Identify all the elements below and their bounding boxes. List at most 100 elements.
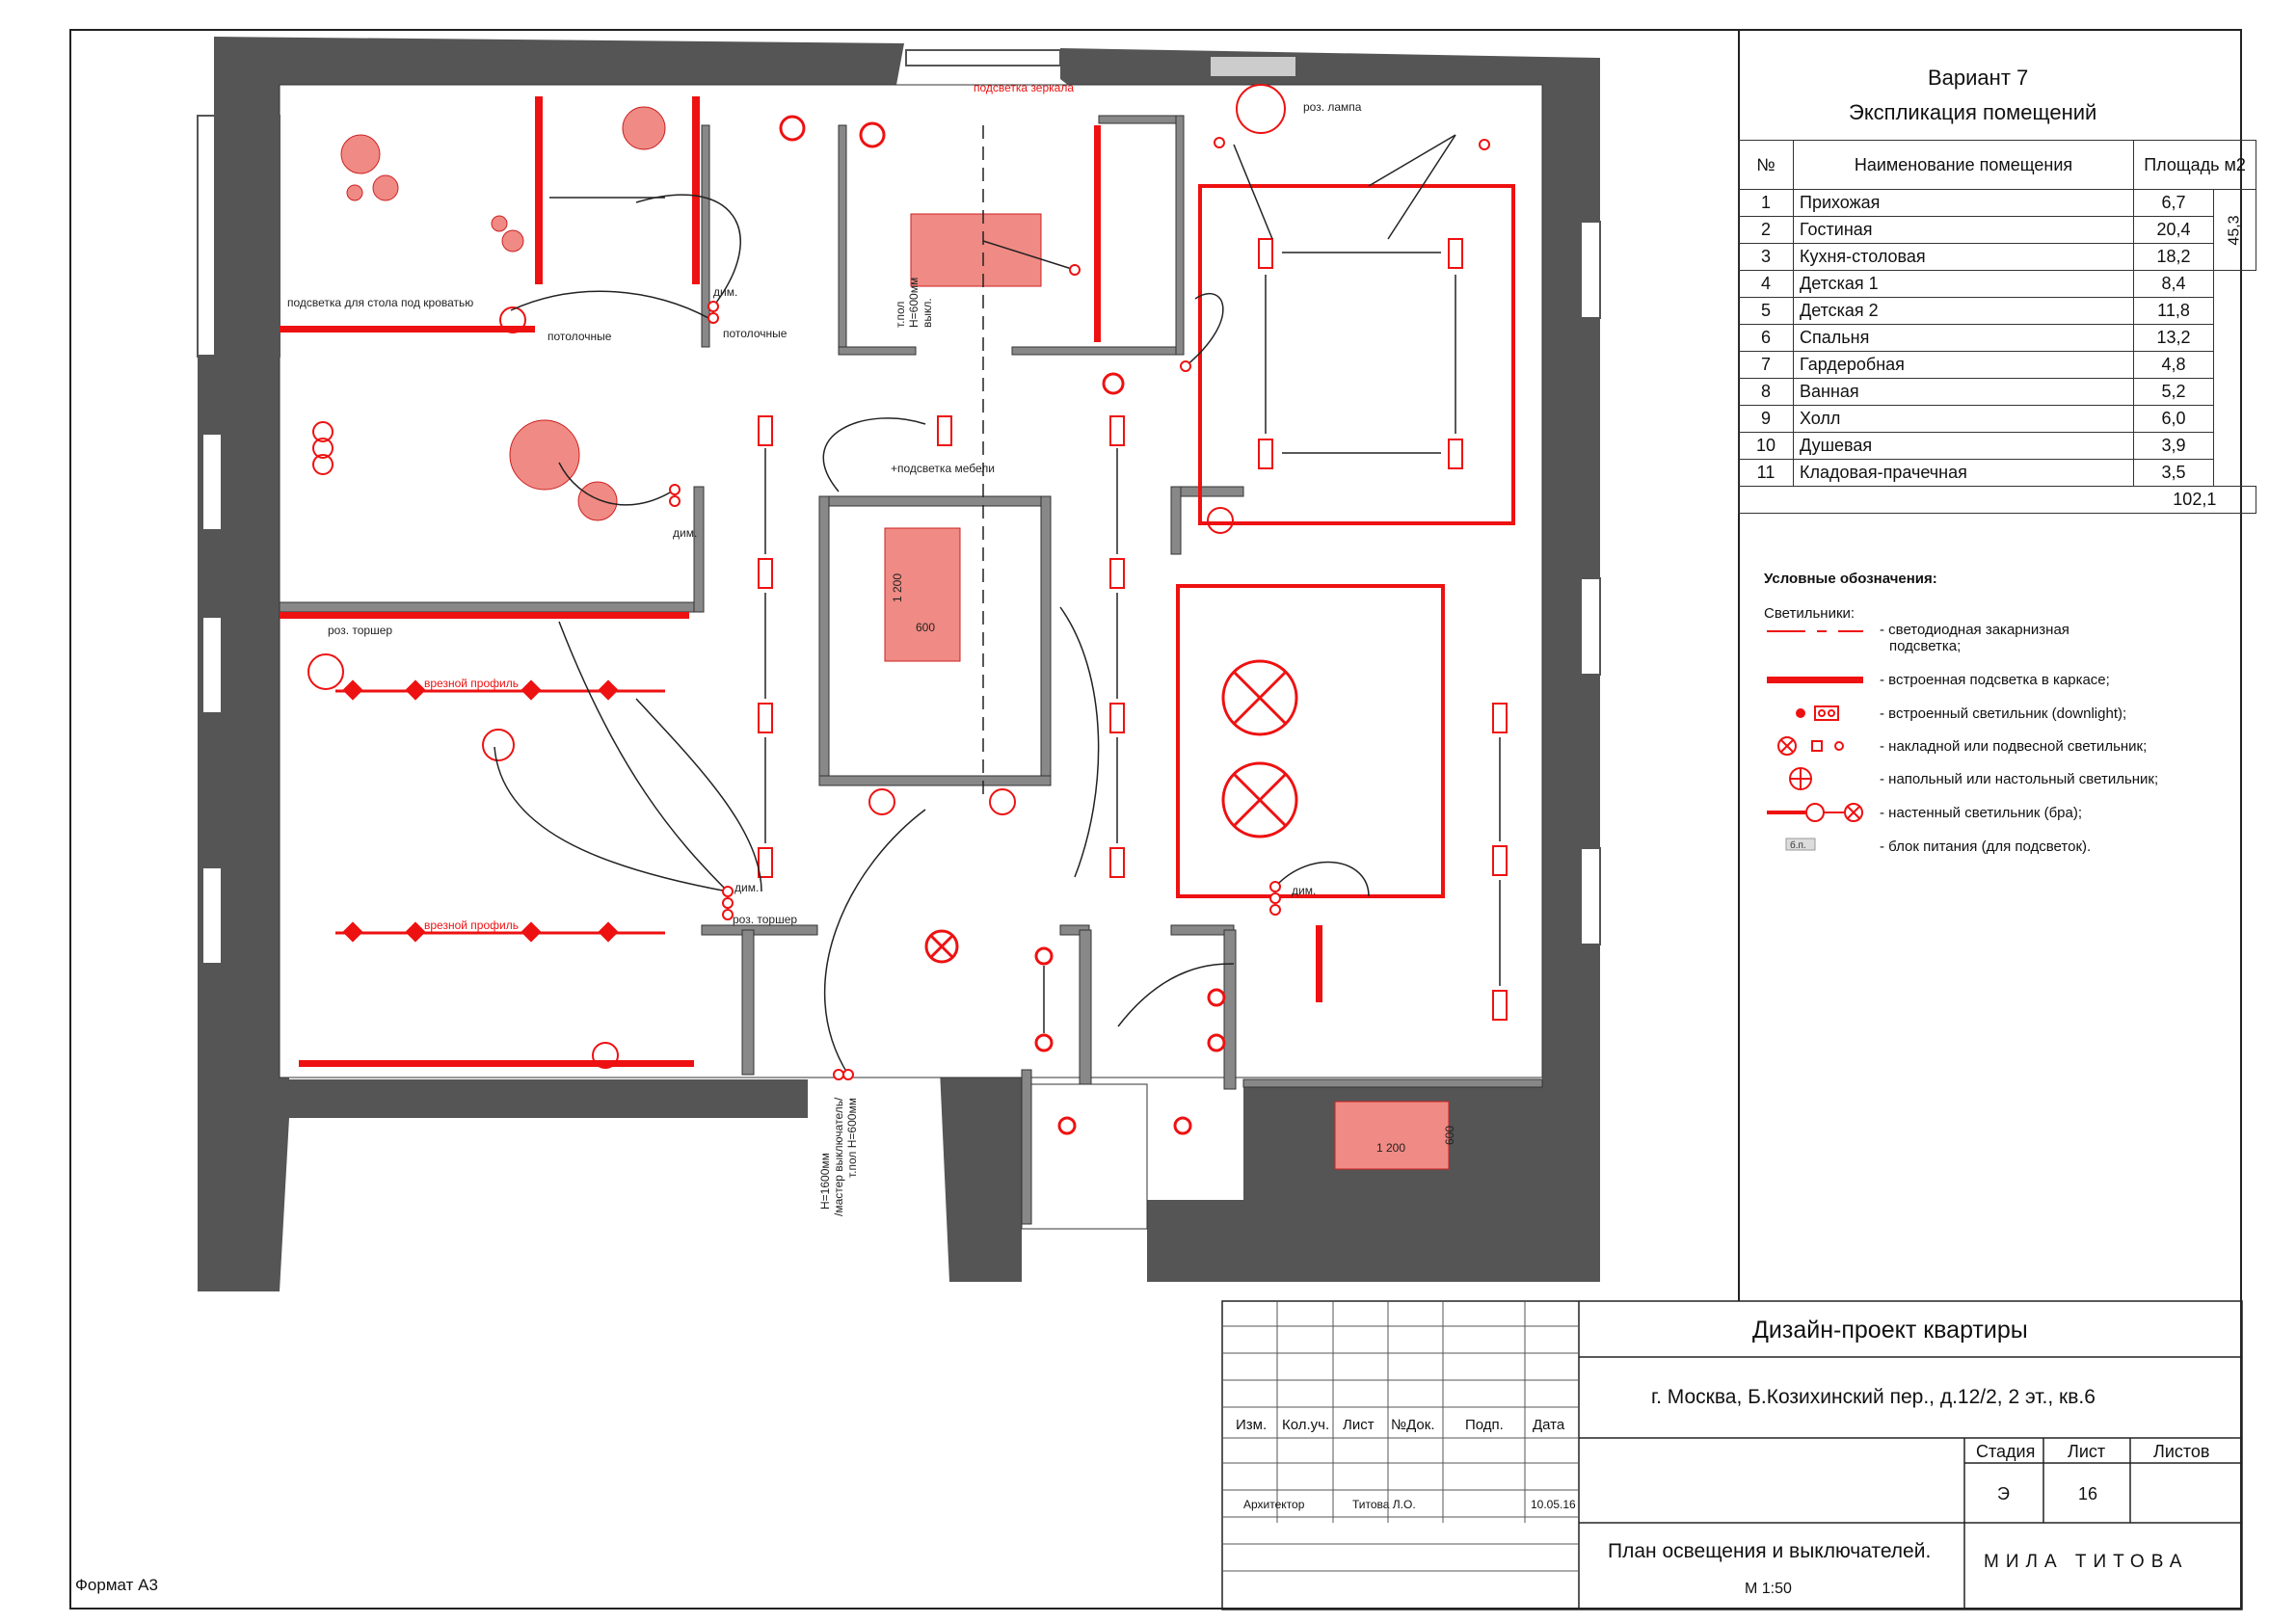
col-name: Наименование помещения	[1793, 140, 2134, 190]
room-number: 4	[1738, 270, 1794, 298]
explication-title: Экспликация помещений	[1849, 100, 2097, 124]
room-area: 6,7	[2133, 189, 2214, 217]
role-architect: Архитектор	[1243, 1498, 1305, 1511]
wall-top-left	[214, 37, 1600, 355]
room-area: 11,8	[2133, 297, 2214, 325]
dim-1200-a: 1 200	[891, 573, 904, 602]
legend-symbols: б.п.	[1767, 630, 1863, 851]
explication-panel	[1738, 29, 2244, 1301]
fill-areas	[884, 213, 1450, 1170]
legend-item-pendant: - накладной или подвесной светильник;	[1880, 738, 2148, 755]
partitions	[279, 115, 1543, 1225]
label-dim-1: дим.	[713, 285, 737, 299]
label-lamp-socket: роз. лампа	[1303, 100, 1362, 114]
empty-cell	[2214, 271, 2256, 298]
legend-item-wall: - настенный светильник (бра);	[1880, 805, 2083, 821]
dim-lines	[549, 125, 1501, 1033]
label-furniture: +подсветка мебели	[891, 462, 995, 475]
windows	[197, 49, 1601, 965]
wall-bottom-mid	[940, 1070, 1022, 1282]
sheet-label: Лист	[2068, 1442, 2106, 1461]
wall-bottom-store	[1147, 1200, 1292, 1282]
room-area: 3,5	[2133, 459, 2214, 487]
room-area: 18,2	[2133, 243, 2214, 271]
variant-title: Вариант 7	[1928, 66, 2029, 90]
project-address: г. Москва, Б.Козихинский пер., д.12/2, 2…	[1651, 1386, 2096, 1408]
legend-title: Условные обозначения:	[1764, 571, 1937, 587]
total-area: 102,1	[2133, 486, 2257, 514]
legend-text-cove: - светодиодная закарнизная	[1880, 622, 2069, 638]
spot-lights	[758, 238, 1508, 1021]
legend-psu-label: б.п.	[1790, 839, 1806, 851]
label-master-1: Н=1600мм	[818, 1153, 832, 1210]
col-izm: Изм.	[1236, 1417, 1268, 1433]
walls	[198, 37, 1600, 1291]
downlights	[779, 115, 1298, 1135]
legend-item-floor: - напольный или настольный светильник;	[1880, 771, 2159, 787]
room-area: 6,0	[2133, 405, 2214, 433]
room-name: Кладовая-прачечная	[1793, 459, 2134, 487]
room-name: Спальня	[1793, 324, 2134, 352]
legend-sym-downlight	[1796, 705, 1839, 721]
room-area: 20,4	[2133, 216, 2214, 244]
explication-header: № Наименование помещения Площадь м2	[1738, 140, 2257, 190]
room-number: 7	[1738, 351, 1794, 379]
empty-cell	[2214, 352, 2256, 379]
empty-cell	[2214, 325, 2256, 352]
room-number: 2	[1738, 216, 1794, 244]
legend-sym-psu	[1785, 838, 1816, 851]
label-floor-h2: Н=600мм	[907, 278, 921, 328]
room-name: Гостиная	[1793, 216, 2134, 244]
sheets-label: Листов	[2153, 1442, 2210, 1461]
room-number: 1	[1738, 189, 1794, 217]
pendant-lamps	[340, 106, 666, 521]
empty-cell	[2214, 406, 2256, 433]
label-mirror: подсветка зеркала	[974, 81, 1074, 94]
subtotal-area-text: 45,3	[2226, 214, 2243, 246]
label-master-3: т.пол Н=600мм	[845, 1098, 859, 1178]
switches	[669, 137, 1490, 1080]
room-name: Детская 2	[1793, 297, 2134, 325]
legend-item-psu: - блок питания (для подсветок).	[1880, 838, 2092, 855]
col-podp: Подп.	[1465, 1417, 1504, 1433]
room-number: 6	[1738, 324, 1794, 352]
room-number: 10	[1738, 432, 1794, 460]
wall-bottom-right	[1243, 1084, 1600, 1282]
drawing-scale: М 1:50	[1745, 1581, 1792, 1597]
col-data: Дата	[1533, 1417, 1565, 1433]
label-floor-h1: т.пол	[894, 302, 907, 328]
room-area: 13,2	[2133, 324, 2214, 352]
col-area: Площадь м2	[2132, 140, 2257, 190]
room-number: 9	[1738, 405, 1794, 433]
label-master-2: /мастер выключатель/	[832, 1097, 845, 1216]
label-profile-2: врезной профиль	[424, 918, 519, 932]
legend-item-frame: - встроенная подсветка в каркасе;	[1880, 672, 2110, 688]
author-mark: МИЛА ТИТОВА	[1984, 1552, 2189, 1572]
label-torsher-2: роз. торшер	[733, 913, 797, 926]
label-dim-4: дим.	[1292, 884, 1316, 897]
dim-1200-b: 1 200	[1376, 1141, 1405, 1155]
empty-cell	[2214, 298, 2256, 325]
room-area: 4,8	[2133, 351, 2214, 379]
col-doc: №Док.	[1391, 1417, 1435, 1433]
label-torsher-1: роз. торшер	[328, 624, 392, 637]
label-dim-3: дим.	[734, 881, 759, 894]
label-floor-h3: выкл.	[921, 298, 934, 328]
legend-sym-wall	[1767, 803, 1863, 822]
room-number: 8	[1738, 378, 1794, 406]
sheet-format: Формат А3	[75, 1576, 158, 1594]
legend-subtitle: Светильники:	[1764, 605, 1855, 622]
room-name: Душевая	[1793, 432, 2134, 460]
sign-date: 10.05.16	[1531, 1498, 1576, 1511]
room-name: Гардеробная	[1793, 351, 2134, 379]
